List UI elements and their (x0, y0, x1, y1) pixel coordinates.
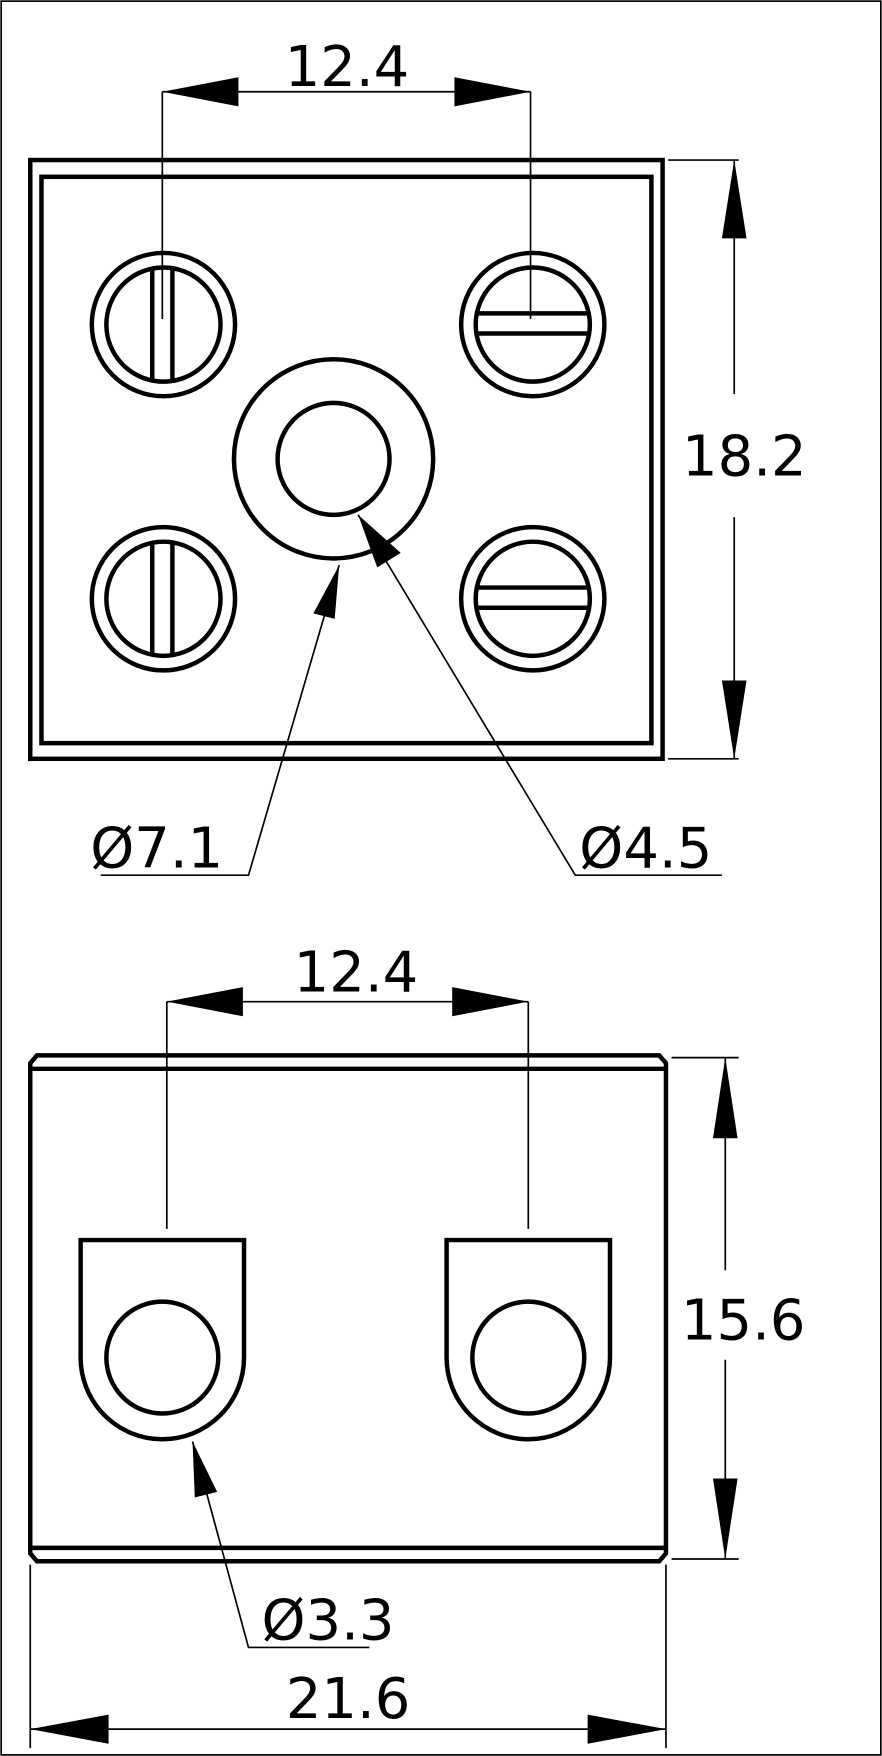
dimension-outer-diameter: Ø7.1 (90, 564, 340, 881)
screw-top-right (458, 250, 607, 399)
dimension-width: 21.6 (29, 1564, 667, 1749)
dimension-inner-diameter: Ø4.5 (357, 514, 722, 881)
dim-width-label: 21.6 (286, 1667, 411, 1732)
dim-inner-diameter-label: Ø4.5 (579, 816, 712, 881)
dimension-hole-diameter: Ø3.3 (191, 1441, 394, 1654)
dimension-height-top: 18.2 (668, 159, 807, 760)
top-view: 12.4 18.2 Ø7.1 Ø4.5 (28, 35, 807, 881)
dim-hole-diameter-label: Ø3.3 (261, 1589, 394, 1654)
dim-pitch-label: 12.4 (285, 35, 410, 100)
dimension-pitch-bottom: 12.4 (165, 941, 530, 1229)
bottom-view: 12.4 15.6 Ø3.3 21.6 (28, 941, 806, 1749)
screw-bottom-right (458, 524, 607, 673)
lug-right (444, 1237, 613, 1442)
dim-height-label: 18.2 (682, 425, 807, 490)
screw-bottom-left (89, 524, 238, 673)
body-inner-outline (39, 174, 654, 746)
dim-pitch-bottom-label: 12.4 (294, 941, 419, 1006)
body-outer-outline (28, 157, 665, 762)
dimension-height-bottom: 15.6 (671, 1056, 806, 1560)
body-outline (28, 1053, 669, 1564)
center-terminal (231, 357, 436, 561)
lug-left (78, 1237, 247, 1442)
dimension-pitch-top: 12.4 (161, 35, 532, 319)
dim-height-bottom-label: 15.6 (681, 1289, 806, 1354)
screw-top-left (89, 250, 238, 399)
dim-outer-diameter-label: Ø7.1 (90, 816, 223, 881)
